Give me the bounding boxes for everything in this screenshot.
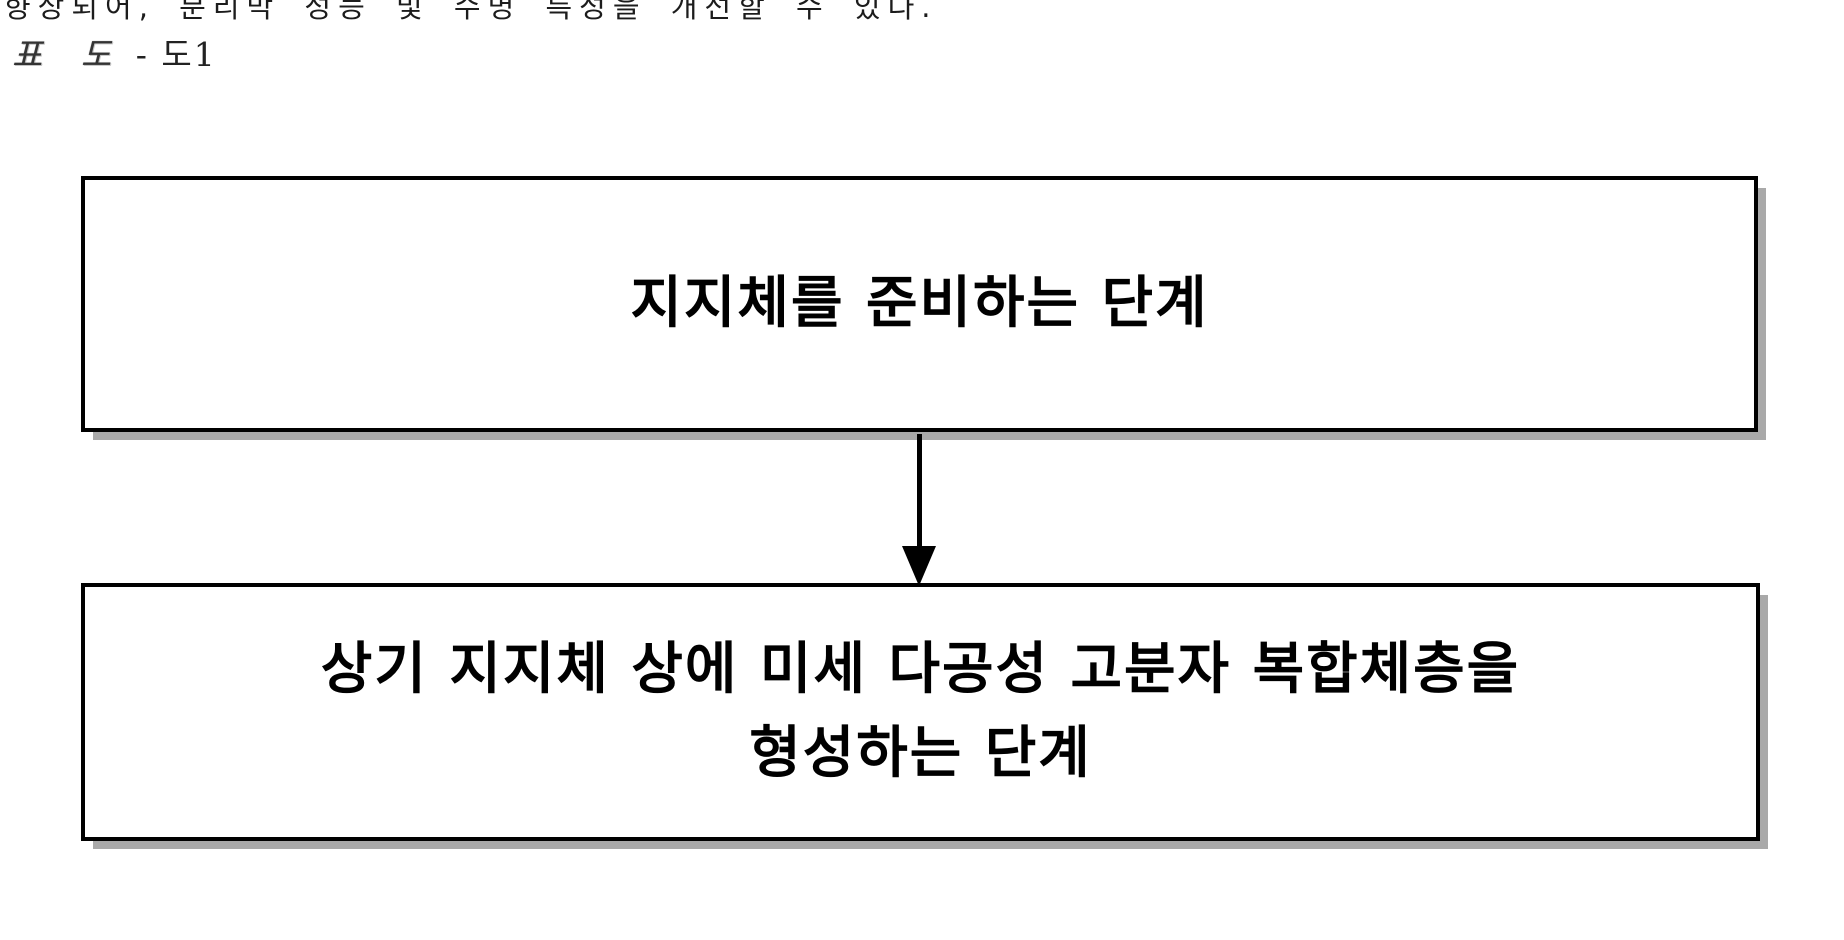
flowchart-step-2-label-line2: 형성하는 단계 xyxy=(749,721,1092,786)
flowchart-step-2-label-line1: 상기 지지체 상에 미세 다공성 고분자 복합체층을 xyxy=(320,637,1521,702)
flow-arrow-head-icon xyxy=(902,546,936,586)
figure-label: 표 도 - 도1 xyxy=(12,28,217,76)
flow-arrow-line xyxy=(917,434,922,550)
flowchart-step-2-box: 상기 지지체 상에 미세 다공성 고분자 복합체층을 형성하는 단계 xyxy=(81,583,1760,841)
figure-label-reference: - 도1 xyxy=(135,35,217,74)
flowchart-step-1-label: 지지체를 준비하는 단계 xyxy=(630,271,1209,336)
flowchart-step-1-box: 지지체를 준비하는 단계 xyxy=(81,176,1758,432)
figure-label-title: 표 도 xyxy=(12,35,126,74)
clipped-body-text-line: 향상되어, 분리막 성능 및 수명 특성을 개선할 수 있다. xyxy=(4,0,938,24)
